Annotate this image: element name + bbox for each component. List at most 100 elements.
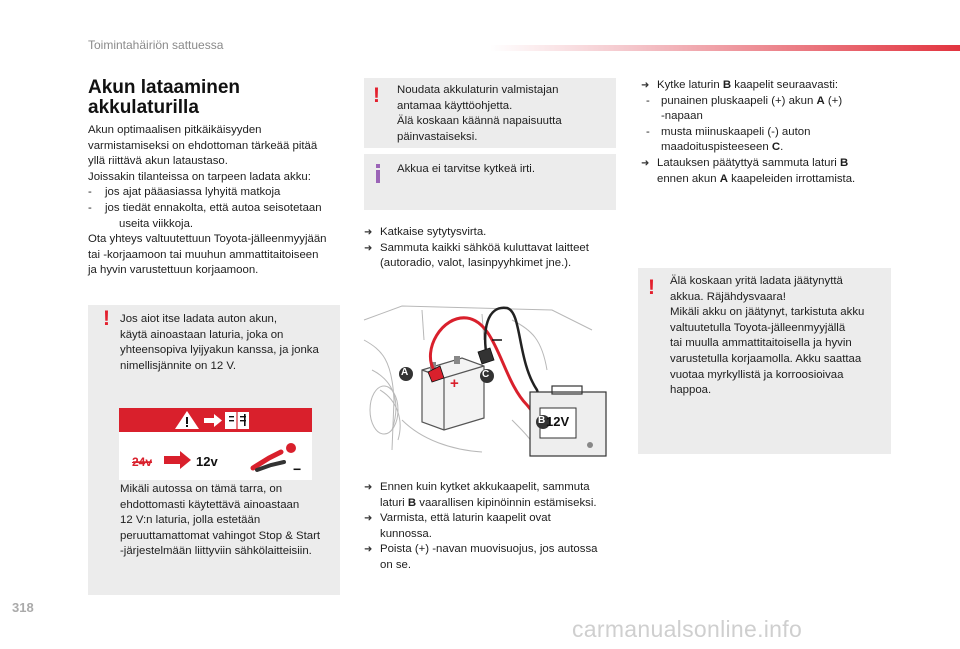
sub-step-text: punainen pluskaapeli (+) akun A (+) -nap… [661, 94, 843, 123]
list-item: - jos tiedät ennakolta, että autoa seiso… [88, 201, 348, 232]
warning-box-charger-voltage: ! Jos aiot itse ladata auton akun, käytä… [88, 305, 340, 595]
plus-sign: + [297, 439, 304, 451]
step-text: Varmista, että laturin kaapelit ovat kun… [380, 512, 551, 540]
list-item: ➜ Kytke laturin B kaapelit seuraavasti: [641, 78, 891, 94]
warning-line: yhteensopiva lyijyakun kanssa, ja jonka [120, 344, 319, 357]
label-b: B [538, 415, 546, 426]
info-box: Akkua ei tarvitse kytkeä irti. [364, 154, 616, 210]
to-voltage: 12v [196, 454, 218, 469]
warning-line: päinvastaiseksi. [397, 130, 478, 143]
dash-bullet: - [88, 201, 92, 214]
step-text: Ennen kuin kytket akkukaapelit, sammuta … [380, 481, 597, 509]
sticker-graphics [133, 411, 296, 472]
list-item: ➜ Poista (+) -navan muovisuojus, jos aut… [364, 542, 624, 573]
steps-before: ➜ Katkaise sytytysvirta. ➜ Sammuta kaikk… [364, 225, 619, 272]
sub-step-text: musta miinuskaapeli (-) auton maadoitusp… [661, 125, 811, 154]
sub-list-item: - musta miinuskaapeli (-) auton maadoitu… [641, 125, 891, 156]
step-text: Sammuta kaikki sähköä kuluttavat laittee… [380, 241, 589, 270]
arrow-bullet-icon: ➜ [364, 227, 373, 238]
list-item: ➜ Varmista, että laturin kaapelit ovat k… [364, 511, 624, 542]
section-title: Toimintahäiriön sattuessa [88, 38, 224, 52]
title-line-2: akkulaturilla [88, 97, 199, 118]
warning-line: antamaa käyttöohjetta. [397, 99, 513, 112]
outro-line: tai -korjaamoon tai muuhun ammattitaitoi… [88, 248, 319, 261]
list-item: ➜ Sammuta kaikki sähköä kuluttavat laitt… [364, 241, 619, 272]
warning-line: Mikäli autossa on tämä tarra, on [120, 483, 283, 495]
connection-steps: ➜ Kytke laturin B kaapelit seuraavasti: … [641, 78, 891, 187]
list-item: ➜ Latauksen päätyttyä sammuta laturi B e… [641, 156, 891, 187]
watermark: carmanualsonline.info [572, 616, 803, 642]
warning-line: peruuttamattomat vahingot Stop & Start [120, 529, 321, 542]
warning-line: akkua. Räjähdysvaara! [670, 290, 786, 303]
intro-line: yllä riittävä akun lataustaso. [88, 155, 228, 168]
intro-line: Joissakin tilanteissa on tarpeen ladata … [88, 170, 311, 183]
header-accent-bar [490, 45, 960, 51]
step-text: Poista (+) -navan muovisuojus, jos autos… [380, 543, 598, 571]
steps-after: ➜ Ennen kuin kytket akkukaapelit, sammut… [364, 480, 624, 574]
list-item: ➜ Ennen kuin kytket akkukaapelit, sammut… [364, 480, 624, 511]
red-clamp-icon [427, 365, 445, 383]
title-line-1: Akun lataaminen [88, 77, 241, 98]
list-item: - jos ajat pääasiassa lyhyitä matkoja [88, 185, 348, 201]
black-clamp-icon [477, 347, 495, 365]
arrow-bullet-icon: ➜ [364, 482, 373, 493]
warning-line: Jos aiot itse ladata auton akun, [120, 313, 278, 325]
black-cable [483, 306, 552, 431]
info-text: Akkua ei tarvitse kytkeä irti. [397, 163, 536, 175]
label-a-marker [399, 367, 413, 381]
label-b-marker [536, 415, 550, 429]
step-text: Kytke laturin B kaapelit seuraavasti: [657, 79, 839, 91]
arrow-bullet-icon: ➜ [364, 242, 373, 254]
label-a: A [401, 367, 409, 378]
label-c: C [482, 369, 490, 380]
page-title: Akun lataaminen akkulaturilla [88, 78, 240, 118]
jump-clamp-icon [250, 443, 296, 472]
warning-line: Noudata akkulaturin valmistajan [397, 84, 559, 96]
illustration-graphics: + [363, 305, 607, 457]
warning-line: -järjestelmään liittyviin sähkölaitteisi… [120, 545, 312, 558]
warning-line: Älä koskaan käännä napaisuutta [397, 115, 562, 128]
intro-line: varmistamiseksi on ehdottoman tärkeää pi… [88, 139, 318, 152]
hazard-triangle-icon [175, 411, 199, 429]
red-arrow-icon [164, 451, 191, 469]
step-text: Katkaise sytytysvirta. [380, 226, 487, 238]
voltage-label-sticker: 24v 12v + − [119, 408, 312, 480]
warning-line: Älä koskaan yritä ladata jäätynyttä [670, 275, 843, 287]
step-text: Latauksen päätyttyä sammuta laturi B enn… [657, 156, 856, 185]
sub-list-item: - punainen pluskaapeli (+) akun A (+) -n… [641, 94, 891, 125]
list-item-text: jos ajat pääasiassa lyhyitä matkoja [105, 186, 281, 199]
svg-text:+: + [450, 375, 459, 392]
warning-line: vuotaa myrkyllistä ja korroosioivaa [670, 368, 844, 381]
arrow-bullet-icon: ➜ [364, 513, 373, 525]
intro-line: Akun optimaalisen pitkäikäisyyden [88, 124, 262, 136]
warning-line: Mikäli akku on jäätynyt, tarkistuta akku [670, 306, 865, 319]
warning-line: ehdottomasti käytettävä ainoastaan [120, 498, 300, 511]
dash-bullet: - [646, 94, 650, 107]
warning-line: valtuutetulla Toyota-jälleenmyyjällä [670, 321, 846, 334]
list-item: ➜ Katkaise sytytysvirta. [364, 225, 619, 241]
battery-charger-illustration: + A C B 12V [362, 300, 616, 462]
warning-line: happoa. [670, 384, 712, 397]
outro-line: Ota yhteys valtuutettuun Toyota-jälleenm… [88, 233, 327, 246]
warning-line: varustetulla korjaamolla. Akku saattaa [670, 352, 862, 365]
outro-line: ja hyvin varustettuun korjaamoon. [88, 264, 259, 277]
warning-line: 12 V:n laturia, jolla estetään [120, 514, 261, 527]
intro-text: Akun optimaalisen pitkäikäisyyden varmis… [88, 123, 348, 279]
charger-voltage: 12V [546, 414, 570, 429]
from-voltage: 24v [132, 455, 153, 469]
arrow-bullet-icon: ➜ [641, 157, 650, 169]
exclamation-mark-icon: ! [103, 307, 110, 330]
arrow-bullet-icon: ➜ [364, 544, 373, 556]
exclamation-mark-icon: ! [373, 84, 380, 107]
arrow-right-icon [204, 414, 222, 427]
warning-line: käytä ainoastaan laturia, joka on [120, 328, 284, 341]
arrow-bullet-icon: ➜ [641, 80, 650, 91]
info-icon [376, 164, 380, 183]
exclamation-mark-icon: ! [648, 276, 655, 299]
warning-box-polarity: ! Noudata akkulaturin valmistajan antama… [364, 78, 616, 148]
minus-sign: − [293, 461, 302, 477]
manual-book-icon [225, 412, 249, 429]
label-c-marker [480, 369, 494, 383]
warning-box-frozen-battery: ! Älä koskaan yritä ladata jäätynyttä ak… [638, 268, 891, 454]
page-number: 318 [12, 600, 34, 615]
